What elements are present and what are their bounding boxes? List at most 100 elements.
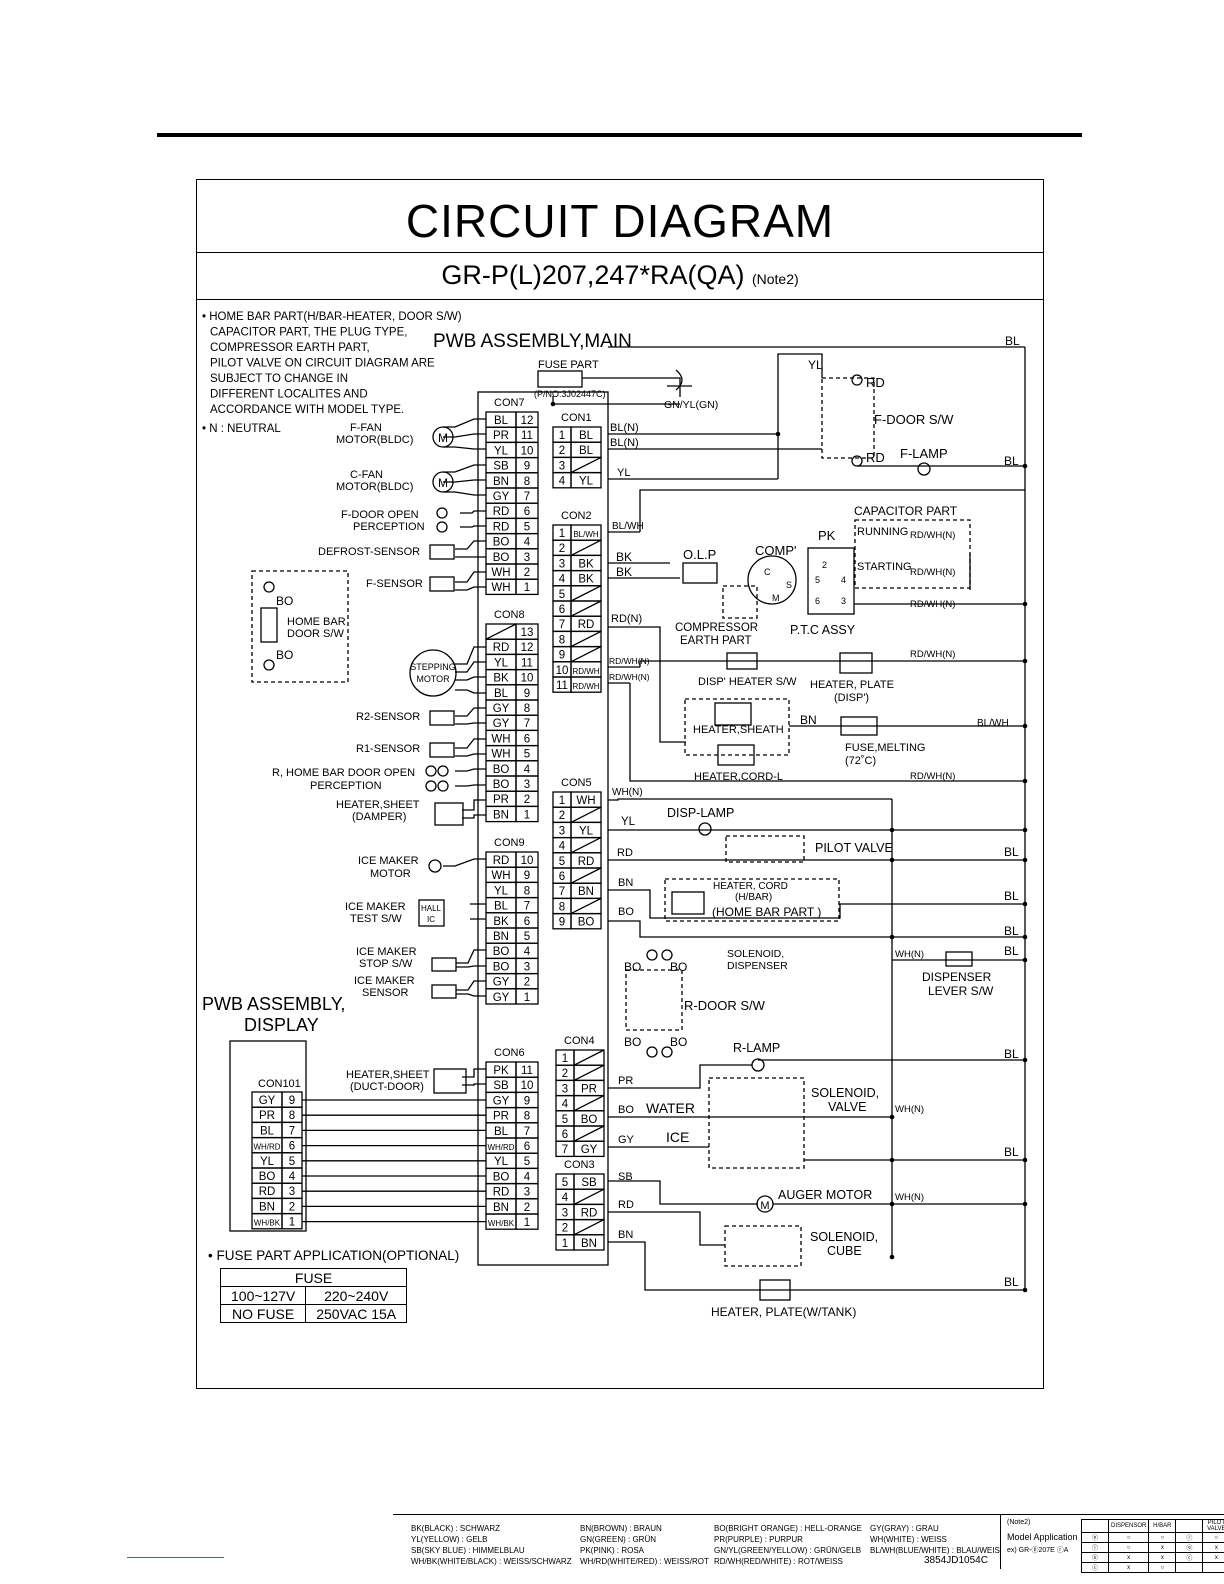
junction-dot xyxy=(889,827,895,833)
connector-pin-number: 6 xyxy=(289,1141,295,1153)
component-label: HEATER,SHEET xyxy=(336,799,420,811)
left-component-wire xyxy=(455,571,486,583)
connector-pin-number: 11 xyxy=(521,657,533,669)
legend-item: BL/WH(BLUE/WHITE) : BLAU/WEIS xyxy=(870,1546,1000,1555)
left-component-wire xyxy=(455,661,486,673)
wire-color-label: BL xyxy=(1004,845,1019,859)
junction-dot xyxy=(1022,1287,1028,1293)
wire-color-label: RD xyxy=(617,847,633,859)
left-component-wire xyxy=(443,858,486,867)
diagram-frame: CIRCUIT DIAGRAM GR-P(L)207,247*RA(QA) (N… xyxy=(196,179,1224,1573)
connector-pin-number: 11 xyxy=(521,1065,533,1077)
connector-wire-color: WH xyxy=(491,567,510,579)
component-label: STEPPING xyxy=(410,662,456,672)
connector-empty-slash xyxy=(573,1095,605,1112)
connector-pin-number: 9 xyxy=(289,1095,295,1107)
connector-wire-color: YL xyxy=(579,476,594,488)
fuse-table-cell: 220~240V xyxy=(305,1286,408,1305)
component-label: FUSE,MELTING xyxy=(845,742,925,754)
pwb-main-label: PWB ASSEMBLY,MAIN xyxy=(433,331,632,352)
connector-cell xyxy=(515,988,539,1005)
connector-wire-color: BL xyxy=(494,688,509,700)
connector-pin-number: 8 xyxy=(524,1111,530,1123)
junction-dot xyxy=(889,934,895,940)
right-label: (HOME BAR PART ) xyxy=(712,905,821,919)
legend-item: PR(PURPLE) : PURPUR xyxy=(714,1535,803,1544)
component-label: ICE MAKER xyxy=(358,855,419,867)
connector-wire-color: GY xyxy=(493,977,510,989)
fuse-application-heading: • FUSE PART APPLICATION(OPTIONAL) xyxy=(208,1248,459,1263)
mini-cell: x xyxy=(1107,1562,1150,1573)
component-label: (DUCT-DOOR) xyxy=(350,1081,424,1093)
connector-wire-color: BO xyxy=(493,961,510,973)
connector-wire-color: RD xyxy=(578,619,595,631)
pwb-display-label: DISPLAY xyxy=(244,1015,319,1035)
legend-item: WH/BK(WHITE/BLACK) : WEISS/SCHWARZ xyxy=(411,1557,572,1566)
note-line: COMPRESSOR EARTH PART, xyxy=(210,342,370,354)
ground-wire xyxy=(582,377,681,397)
left-component-wire xyxy=(443,446,486,450)
marker-a-icon xyxy=(436,507,448,519)
fuse-table-cell: NO FUSE xyxy=(219,1304,307,1323)
wire-color-label: GY xyxy=(618,1134,635,1146)
connector-empty-slash xyxy=(573,1064,605,1081)
connector-pin-number: 5 xyxy=(562,1114,568,1126)
connector-pin-number: 3 xyxy=(524,1187,530,1199)
connector-wire-color: BL xyxy=(260,1125,275,1137)
connector-empty-slash xyxy=(570,456,602,474)
component-label: PERCEPTION xyxy=(310,780,382,792)
junction-dot xyxy=(1022,723,1028,729)
connector-wire-color: WH xyxy=(491,582,510,594)
connector-pin-number: 3 xyxy=(559,460,565,472)
wire-color-label: BL xyxy=(1004,1275,1019,1289)
component-label: HEATER,CORD-L xyxy=(694,771,783,783)
component-label: MOTOR xyxy=(370,868,411,880)
model-title: GR-P(L)207,247*RA(QA) (Note2) xyxy=(197,260,1043,291)
connector-pin-number: 6 xyxy=(524,1141,530,1153)
connector-pin-number: 9 xyxy=(524,1095,530,1107)
connector-cell xyxy=(515,1213,539,1230)
wire-color-label: WH(N) xyxy=(895,1192,924,1203)
pwb-main-outline xyxy=(477,391,609,1266)
legend-col-4: GY(GRAY) : GRAU WH(WHITE) : WEISS BL/WH(… xyxy=(870,1523,1000,1556)
legend-item: BO(BRIGHT ORANGE) : HELL-ORANGE xyxy=(714,1524,862,1533)
connector-name: CON3 xyxy=(564,1159,595,1171)
note-line: SUBJECT TO CHANGE IN xyxy=(210,373,348,385)
component-label: TEST S/W xyxy=(350,913,402,925)
component-label: DISPENSER xyxy=(727,960,788,972)
legend-item: BN(BROWN) : BRAUN xyxy=(580,1524,662,1533)
junction-dot xyxy=(1022,1057,1028,1063)
connector-pin-number: 12 xyxy=(521,415,534,427)
junction-dot xyxy=(889,1114,895,1120)
compressor-icon xyxy=(747,555,797,605)
connector-pin-number: 3 xyxy=(524,961,530,973)
model-name: GR-P(L)207,247*RA(QA) xyxy=(441,260,745,290)
connector-pin-number: 1 xyxy=(559,430,565,442)
wire-color-label: RD/WH(N) xyxy=(609,656,650,666)
junction-dot xyxy=(1022,934,1028,940)
connector-name: CON4 xyxy=(564,1035,595,1047)
connector-name: CON8 xyxy=(494,609,525,621)
left-component-wire xyxy=(455,586,486,591)
wire-color-label: BO xyxy=(624,960,641,974)
r-door-switch-box xyxy=(625,969,683,1031)
solenoid-cube-box xyxy=(724,1225,802,1267)
junction-dot xyxy=(775,431,781,437)
wire-color-label: BO xyxy=(618,906,634,918)
connector-pin-number: 1 xyxy=(559,528,565,540)
connector-pin-number: 1 xyxy=(289,1217,295,1229)
wire-color-label: BL/WH xyxy=(977,718,1009,729)
connector-pin-number: 1 xyxy=(562,1238,568,1250)
left-component-wire xyxy=(455,676,486,681)
wire-color-label: BL xyxy=(1004,889,1019,903)
component-label: F-SENSOR xyxy=(366,578,423,590)
connector-name: CON1 xyxy=(561,412,592,424)
comp-terminal: M xyxy=(772,593,780,603)
connector-name: CON9 xyxy=(494,837,525,849)
connector-wire-color: WH/RD xyxy=(253,1143,280,1152)
right-label: RD/WH(N) xyxy=(910,649,955,660)
right-label: BL xyxy=(1004,454,1019,468)
connector-pin-number: 7 xyxy=(562,1144,568,1156)
component-label: F-LAMP xyxy=(900,446,948,461)
connector-pin-number: 6 xyxy=(524,916,530,928)
